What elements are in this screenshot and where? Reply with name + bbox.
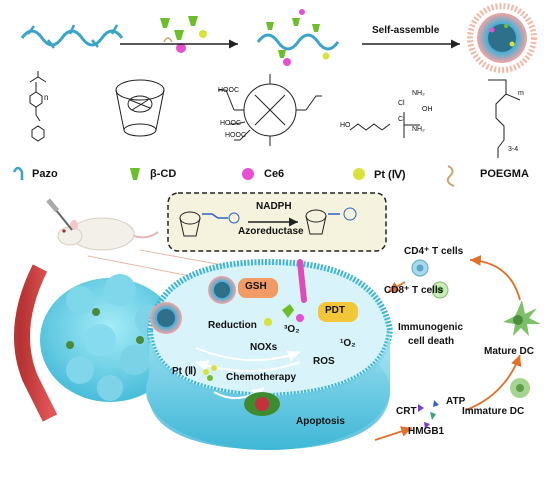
immature-dc-label: Immature DC — [462, 406, 525, 417]
legend-ce6-label: Ce6 — [264, 168, 285, 180]
ce6-structure — [218, 74, 322, 146]
pazo-n-label: n — [44, 93, 49, 102]
legend-pazo-label: Pazo — [32, 168, 58, 180]
legend-bcd-icon — [130, 168, 140, 180]
azoreductase-label: Azoreductase — [238, 226, 304, 237]
self-assemble-label: Self-assemble — [372, 25, 440, 36]
laser-beam — [297, 259, 307, 303]
poegma-structure — [488, 79, 521, 158]
legend-poegma-icon — [446, 165, 455, 187]
pdt-badge — [318, 302, 358, 322]
hmgb1-label: HMGB1 — [408, 426, 445, 437]
chemotherapy-label: Chemotherapy — [226, 372, 297, 383]
legend-pt4-label: Pt (Ⅳ) — [374, 169, 406, 181]
released-pt-icon — [264, 318, 272, 326]
mature-dc-label: Mature DC — [484, 346, 535, 357]
nadph-label: NADPH — [256, 201, 292, 212]
arrow-mature-to-tcells — [469, 255, 521, 301]
noxs-label: NOXs — [250, 342, 278, 353]
bcd-structure — [115, 79, 165, 137]
pt-nh2-top: NH₂ — [412, 90, 425, 97]
released-ce6-icon — [296, 314, 304, 322]
pt2-molecules-icon — [203, 365, 217, 381]
ce6-cooh-2: HOOC — [220, 120, 241, 127]
free-bcd-and-ce6-molecules — [160, 16, 207, 53]
pt-oh: OH — [422, 106, 433, 113]
arrow-noxs-back — [195, 360, 301, 372]
cd4-label: CD4⁺ T cells — [404, 246, 464, 257]
legend-pazo-icon — [12, 166, 24, 180]
crt-label: CRT — [396, 406, 417, 417]
pt2-label: Pt (Ⅱ) — [172, 366, 197, 377]
cd4-t-cell-icon — [411, 259, 429, 277]
ros-label: ROS — [313, 356, 335, 367]
gsh-label: GSH — [245, 281, 267, 292]
ce6-cooh-1: HOOC — [218, 87, 239, 94]
pazo-structure — [29, 71, 47, 142]
pt-nh2-bottom: NH₂ — [412, 126, 425, 133]
arrow-apoptosis-to-damps — [374, 426, 413, 441]
poegma-m: m — [518, 90, 524, 97]
pt-cl-top: Cl — [398, 100, 405, 107]
triplet-oxygen-label: ³O₂ — [284, 324, 300, 335]
reduction-label: Reduction — [208, 320, 257, 331]
cd8-label: CD8⁺ T cells — [384, 285, 444, 296]
pdt-label: PDT — [325, 305, 345, 316]
immature-dc-icon — [510, 378, 530, 398]
legend-poegma-label: POEGMA — [480, 168, 529, 180]
pt4-structure — [349, 112, 420, 138]
arrow-chemo — [213, 387, 265, 400]
pt-ho: HO — [340, 122, 351, 129]
pt-cl-bottom: Cl — [398, 116, 405, 123]
micelle-nanoparticle — [467, 3, 537, 73]
nanoparticle-entry — [150, 276, 236, 334]
arrow-tcells-to-cell — [387, 281, 406, 293]
cd8-t-cell-icon — [431, 281, 449, 299]
blood-vessel — [14, 264, 58, 422]
atp-label: ATP — [446, 396, 466, 407]
gsh-badge — [238, 278, 278, 298]
icd-label-line1: Immunogenic — [398, 322, 464, 333]
released-bcd-icon — [282, 304, 294, 318]
icd-label-line2: cell death — [408, 336, 455, 347]
loaded-polymer-chain — [256, 9, 340, 66]
arrow-immature-to-mature — [465, 354, 522, 411]
bcd-amine-product-icon — [305, 207, 357, 235]
bcd-pazo-complex-icon — [179, 211, 240, 237]
singlet-oxygen-label: ¹O₂ — [340, 338, 356, 349]
poegma-3-4: 3-4 — [508, 146, 519, 153]
legend-pt4-icon — [353, 168, 365, 180]
legend-bcd-label: β-CD — [150, 168, 177, 180]
pazo-polymer-chain — [20, 24, 124, 49]
mature-dc-icon — [503, 300, 541, 336]
legend-ce6-icon — [242, 168, 254, 180]
apoptosis-label: Apoptosis — [296, 416, 345, 427]
arrow-noxs — [195, 347, 301, 362]
mouse-illustration — [46, 198, 159, 251]
ce6-cooh-3: HOOC — [225, 132, 246, 139]
tumor-cell — [146, 258, 394, 450]
damp-molecules-icon — [418, 400, 439, 429]
